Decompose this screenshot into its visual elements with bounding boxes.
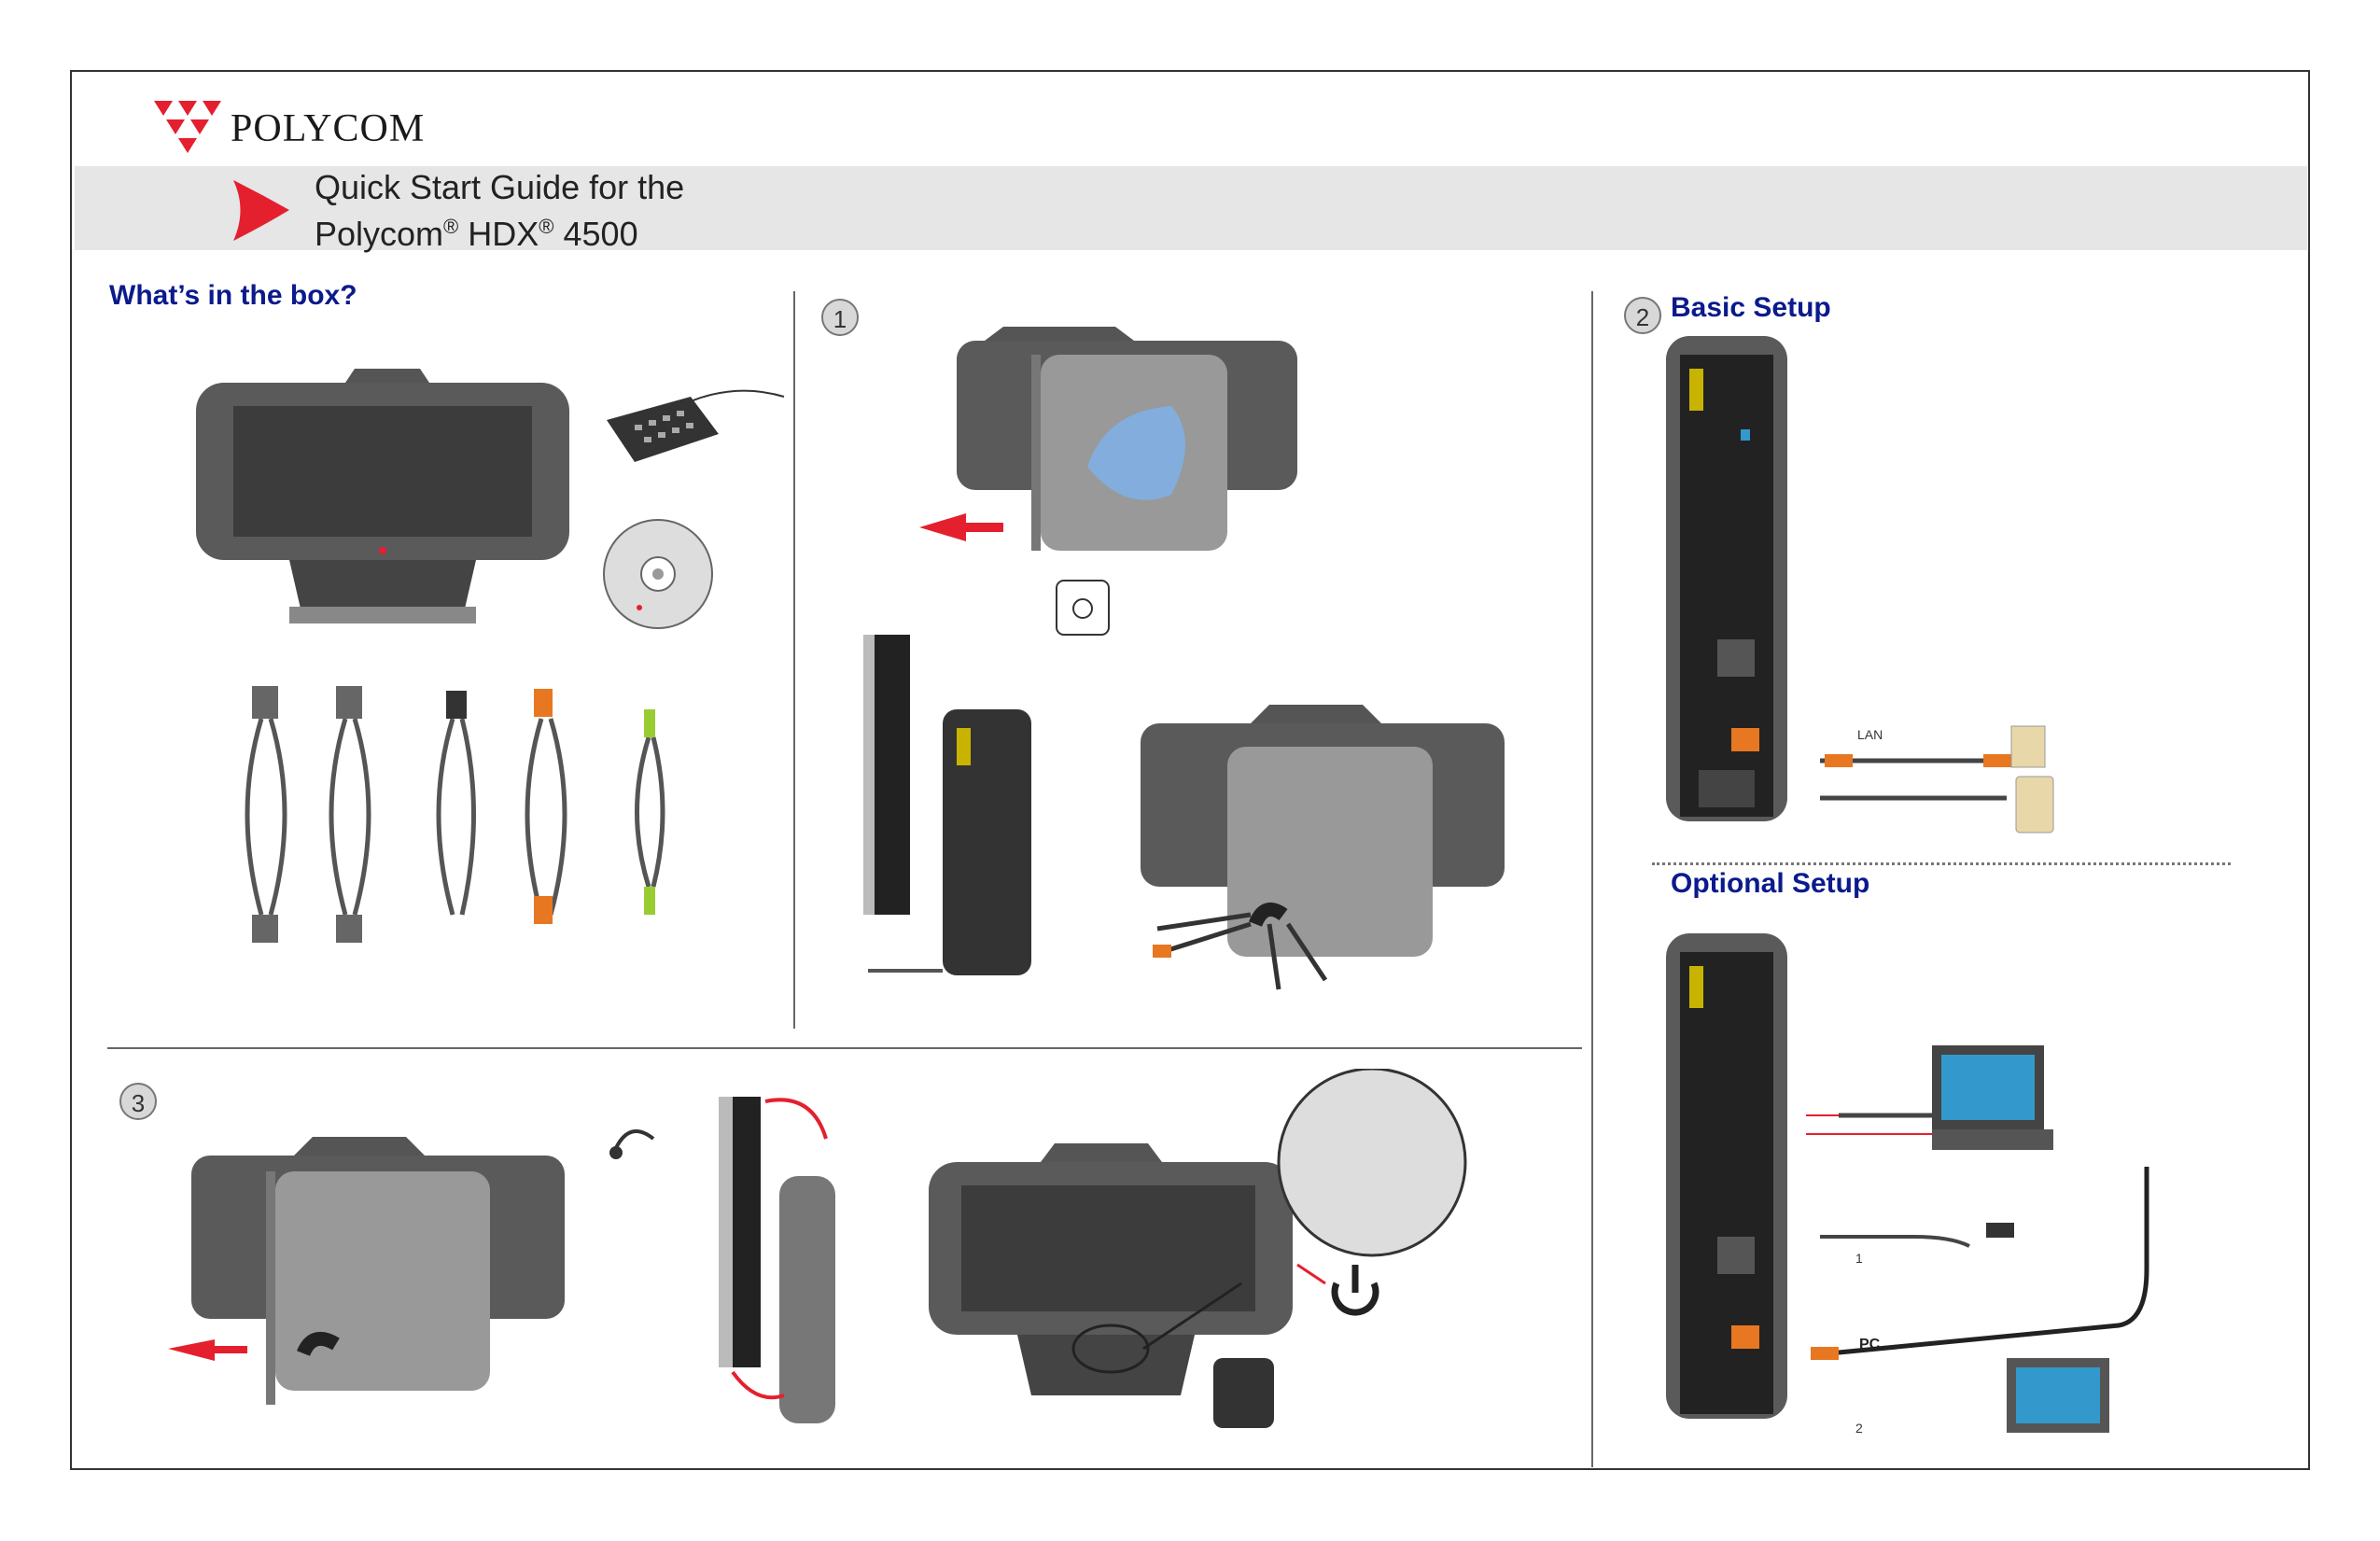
optional-setup-heading: Optional Setup: [1671, 868, 1870, 899]
title-line-1: Quick Start Guide for the: [315, 168, 685, 206]
optional-setup-rear-panel-illustration: [1666, 933, 1787, 1419]
power-icon: [1331, 1265, 1379, 1316]
title-banner: [75, 166, 2307, 250]
step3-reattach-cover-illustration: [168, 1137, 565, 1405]
step1-side-view-illustration: [863, 635, 1031, 975]
brand-name: POLYCOM: [231, 107, 426, 150]
software-cd-illustration: [603, 519, 713, 629]
step1-cables-routed-illustration: [1141, 705, 1505, 990]
hdx-4500-display-illustration: [196, 369, 569, 623]
step-3-number: 3: [119, 1083, 157, 1120]
divider-box-step1: [793, 291, 795, 1029]
basic-setup-connections: LAN: [1820, 725, 2054, 834]
polycom-triangles-icon: [154, 101, 221, 153]
step-1-number: 1: [821, 299, 859, 336]
divider-main-right: [1591, 291, 1593, 1467]
title-line-2: Polycom® HDX® 4500: [315, 215, 638, 253]
step3-headset-and-tilt-illustration: [609, 1097, 835, 1423]
divider-basic-optional: [1652, 862, 2231, 865]
basic-setup-heading: Basic Setup: [1671, 292, 1831, 323]
step-2-number: 2: [1624, 297, 1661, 334]
pc-label: PC: [1859, 1337, 1881, 1352]
cables-illustration: [245, 686, 665, 943]
red-arrow-icon: [233, 180, 289, 241]
divider-top-bottom: [107, 1047, 1582, 1049]
page-frame: [70, 70, 2310, 1470]
audio-input-1-label: 1: [1855, 1251, 1863, 1266]
step3-power-on-illustration: [929, 1069, 1467, 1428]
release-latch-icon: [1056, 580, 1110, 636]
lan-label: LAN: [1857, 727, 1883, 742]
polycom-logo: POLYCOM: [154, 101, 425, 157]
optional-setup-connections: PC 1 2: [1806, 1045, 2149, 1436]
box-heading: What’s in the box?: [109, 280, 357, 311]
remote-keypad-illustration: [607, 389, 785, 462]
video-input-2-label: 2: [1855, 1421, 1863, 1436]
step1-remove-cover-illustration: [919, 327, 1297, 551]
page-title: Quick Start Guide for the Polycom® HDX® …: [315, 168, 684, 254]
basic-setup-rear-panel-illustration: [1666, 336, 1787, 821]
